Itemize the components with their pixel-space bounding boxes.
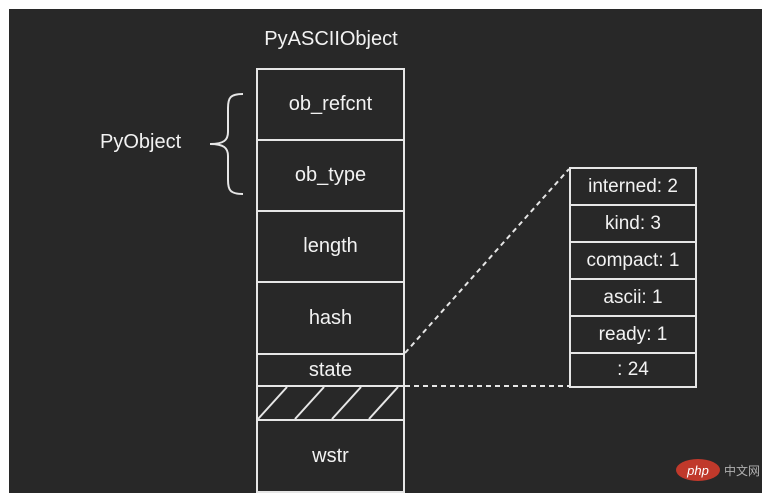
padding-field bbox=[256, 385, 405, 421]
state-bit-kind: kind: 3 bbox=[569, 204, 697, 243]
state-bit-compact: compact: 1 bbox=[569, 241, 697, 280]
state-bit-ready: ready: 1 bbox=[569, 315, 697, 354]
diagram-title: PyASCIIObject bbox=[264, 28, 398, 50]
php-logo: php bbox=[676, 459, 720, 481]
field-ob-refcnt: ob_refcnt bbox=[256, 68, 405, 141]
state-bit-interned: interned: 2 bbox=[569, 167, 697, 206]
field-wstr: wstr bbox=[256, 419, 405, 493]
pyobject-label: PyObject bbox=[100, 131, 182, 153]
field-length: length bbox=[256, 210, 405, 283]
field-hash: hash bbox=[256, 281, 405, 355]
field-ob-type: ob_type bbox=[256, 139, 405, 212]
field-state: state bbox=[256, 353, 405, 387]
state-bit-reserved: : 24 bbox=[569, 352, 697, 388]
watermark-text: 中文网 bbox=[724, 463, 761, 478]
watermark: php 中文网 bbox=[676, 459, 760, 481]
state-bit-ascii: ascii: 1 bbox=[569, 278, 697, 317]
